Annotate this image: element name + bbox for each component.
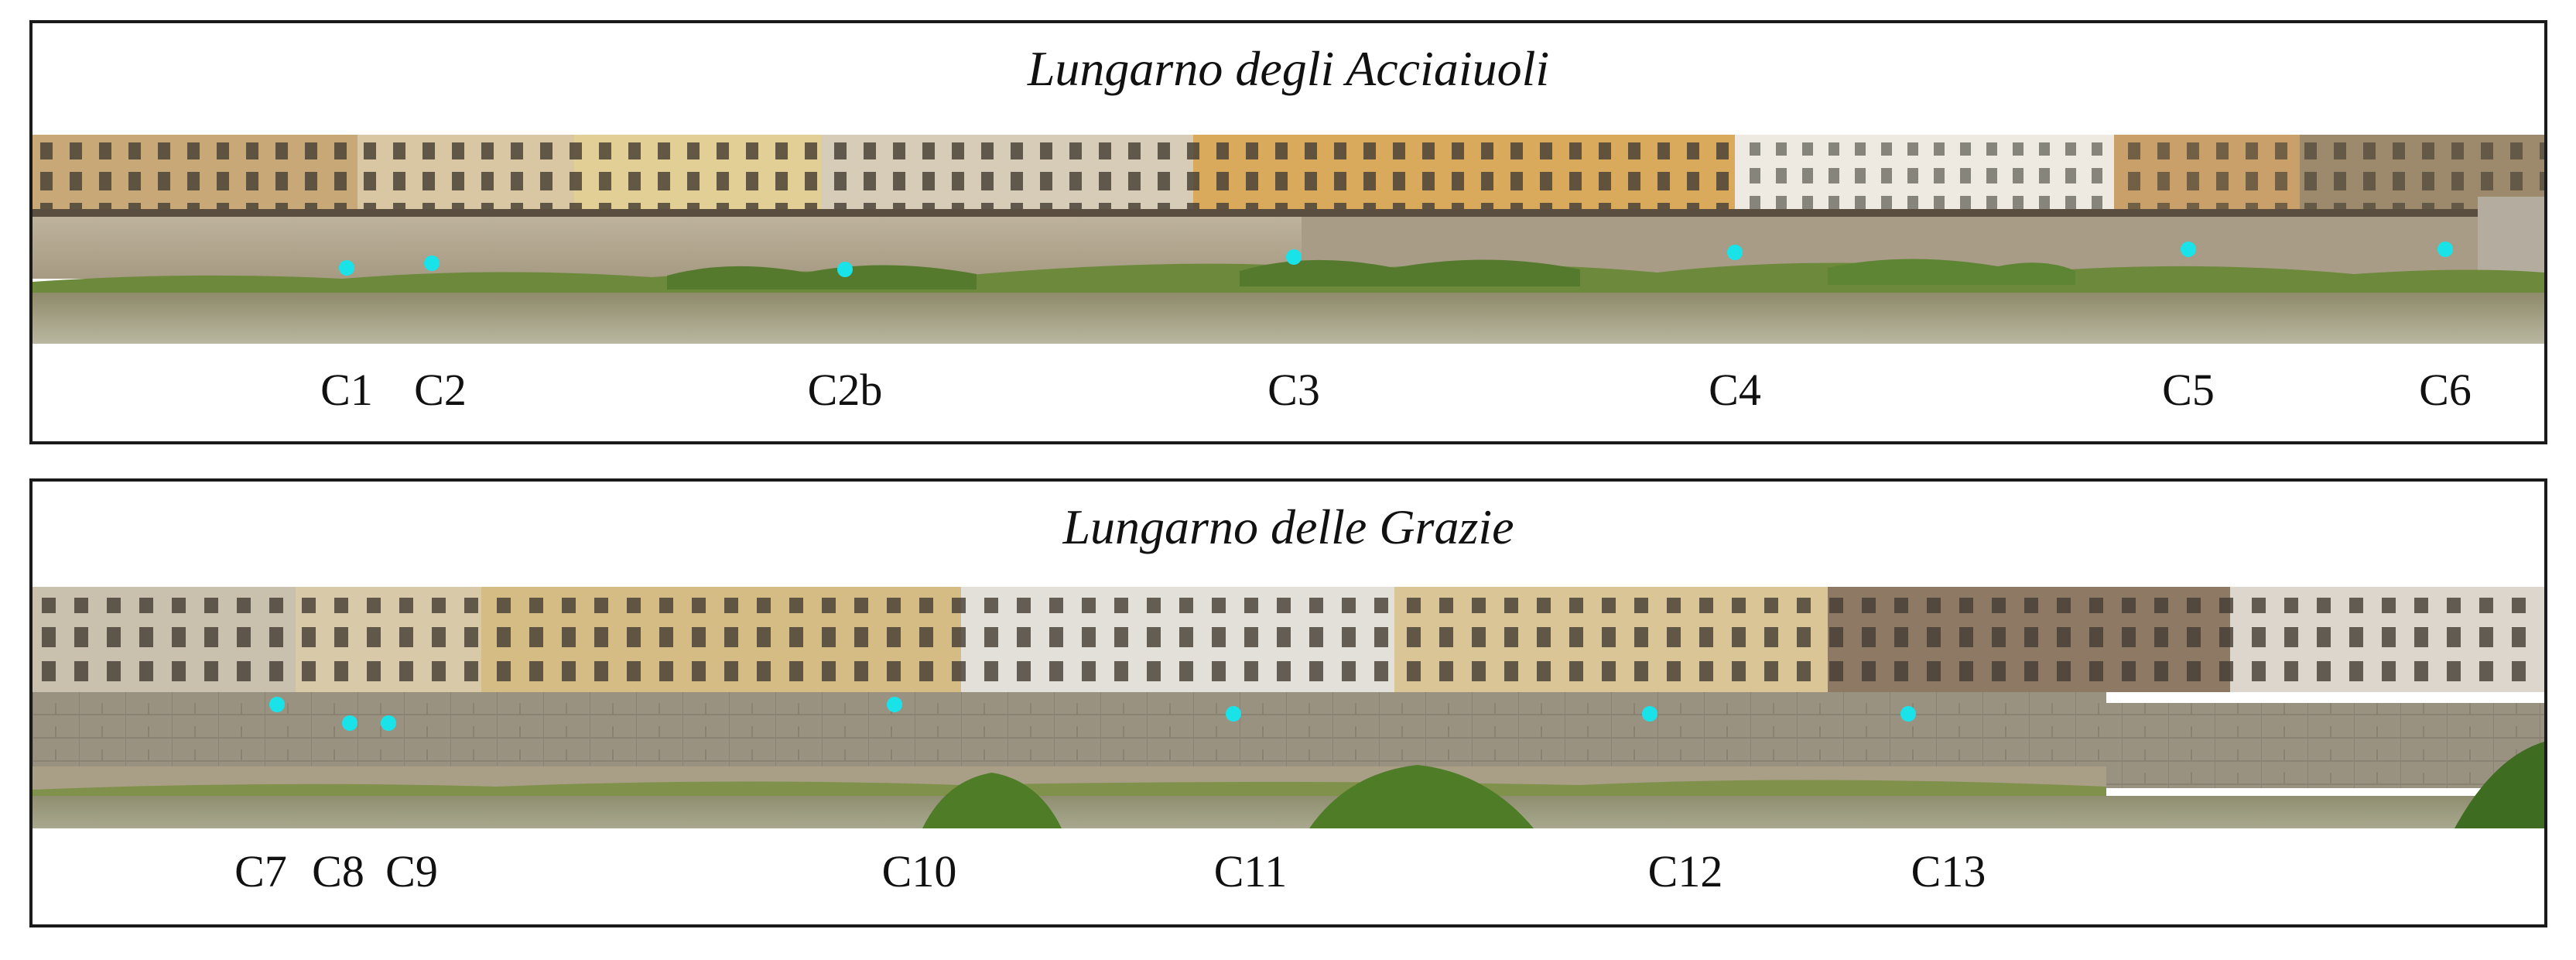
- riverbank-photo-graphic: [32, 135, 2544, 344]
- marker-c8: [342, 715, 357, 731]
- point-label-c2b: C2b: [807, 365, 883, 415]
- panel-lungarno-acciaiuoli: Lungarno degli Acciaiuoli: [29, 20, 2547, 444]
- marker-c5: [2181, 242, 2196, 257]
- point-label-c11: C11: [1213, 846, 1288, 897]
- point-label-c1: C1: [320, 365, 373, 415]
- marker-c12: [1642, 706, 1657, 722]
- marker-c9: [381, 715, 396, 731]
- point-label-c6: C6: [2419, 365, 2472, 415]
- marker-c2: [424, 255, 440, 271]
- marker-c3: [1286, 249, 1302, 265]
- riverbank-photo: [32, 587, 2544, 828]
- point-label-c10: C10: [881, 846, 957, 897]
- panel-title: Lungarno delle Grazie: [1062, 499, 1514, 554]
- point-label-c2: C2: [414, 365, 467, 415]
- marker-c11: [1226, 706, 1241, 722]
- riverbank-photo-graphic: [32, 587, 2544, 828]
- marker-c1: [339, 260, 354, 276]
- point-label-c4: C4: [1709, 365, 1761, 415]
- marker-c6: [2437, 242, 2453, 257]
- point-label-c3: C3: [1267, 365, 1320, 415]
- marker-c13: [1900, 706, 1916, 722]
- point-label-c9: C9: [385, 846, 438, 897]
- point-label-c5: C5: [2162, 365, 2215, 415]
- panel-lungarno-grazie: Lungarno delle Grazie: [29, 478, 2547, 927]
- marker-c4: [1727, 245, 1743, 260]
- marker-c2b: [837, 262, 853, 277]
- panel-title: Lungarno degli Acciaiuoli: [1027, 41, 1550, 96]
- riverbank-photo: [32, 135, 2544, 344]
- marker-c10: [887, 697, 902, 712]
- point-label-c8: C8: [312, 846, 364, 897]
- point-label-c12: C12: [1647, 846, 1723, 897]
- point-label-c13: C13: [1911, 846, 1986, 897]
- point-label-c7: C7: [234, 846, 287, 897]
- marker-c7: [269, 697, 285, 712]
